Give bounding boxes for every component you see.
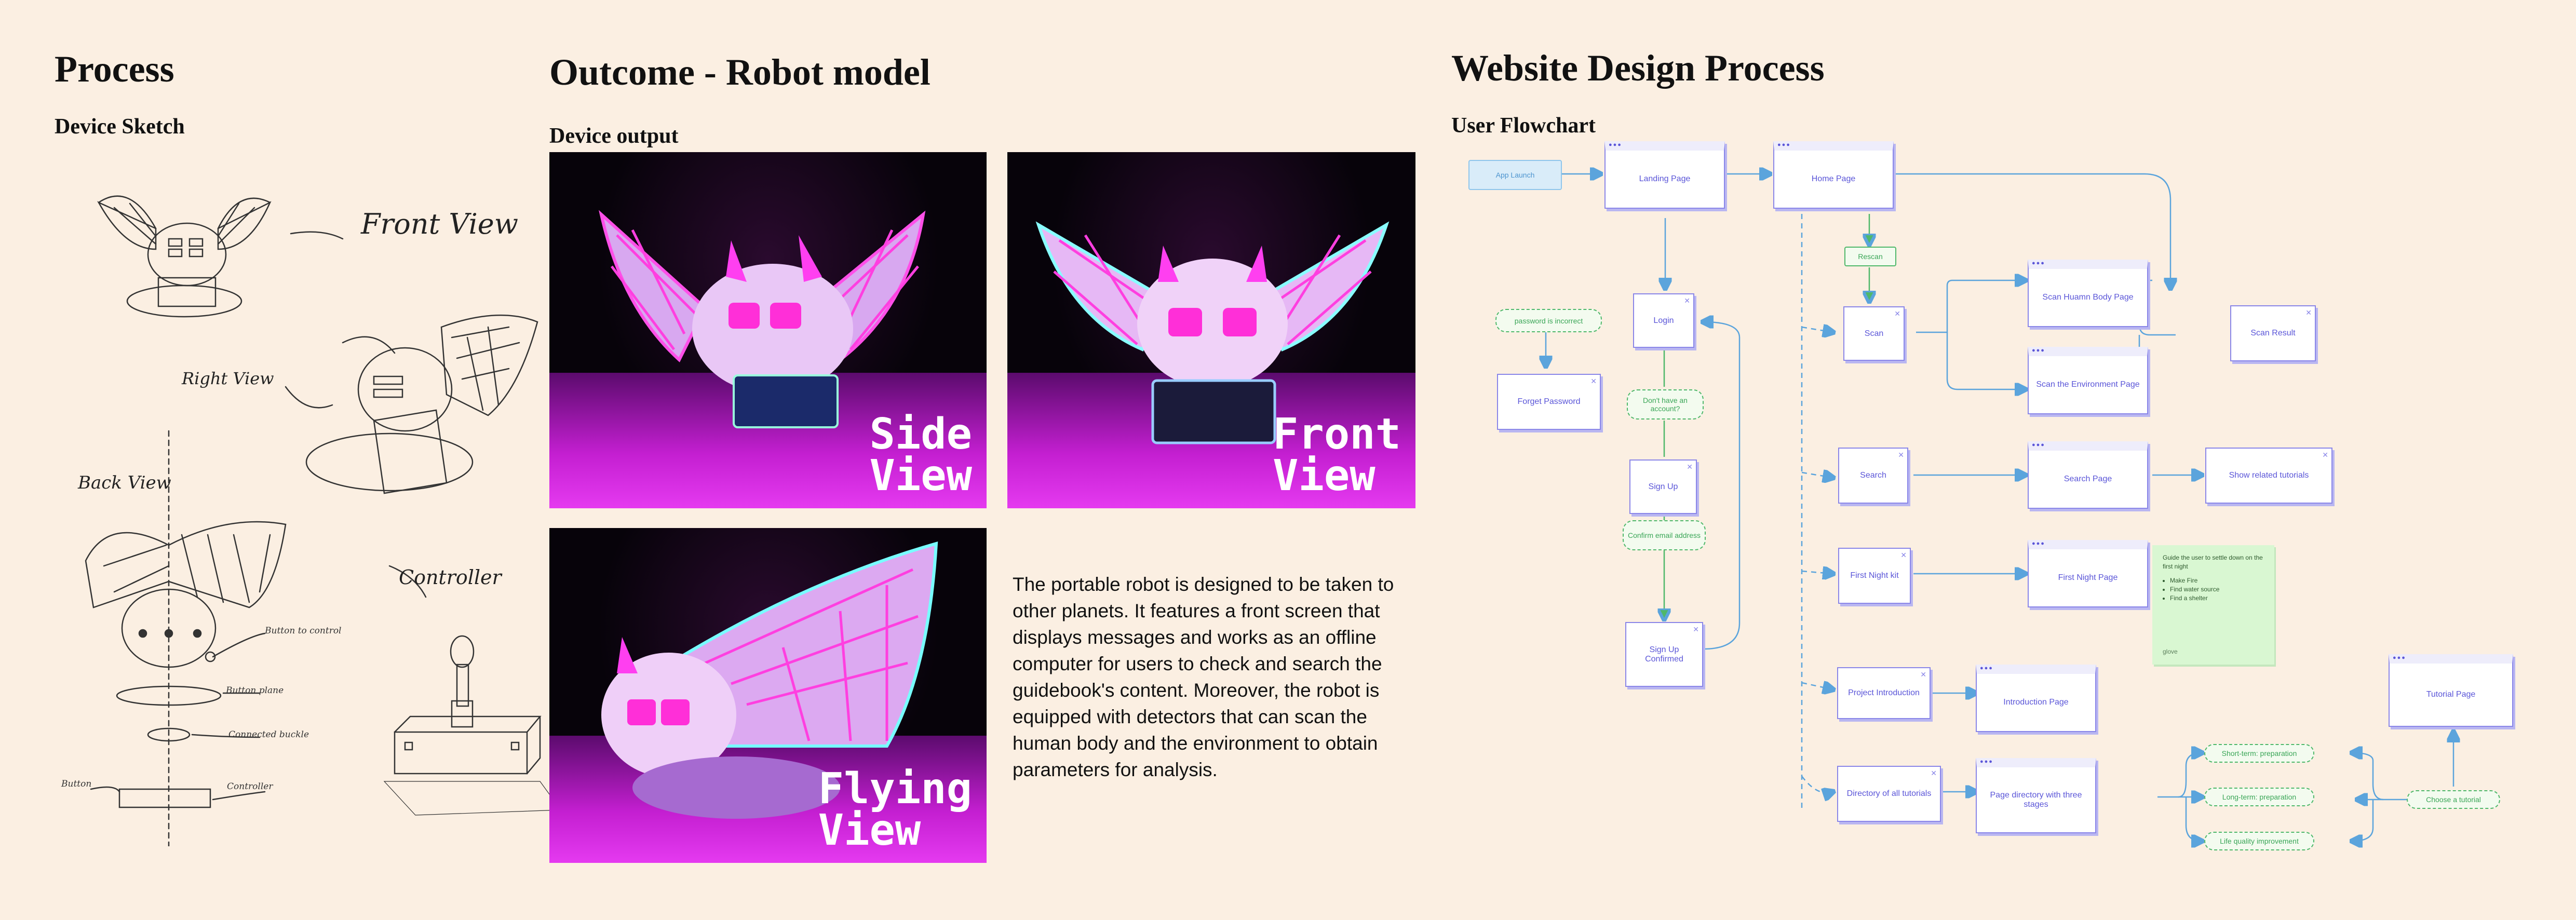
- controller-label: Controller: [399, 566, 502, 589]
- device-sketch-heading: Device Sketch: [55, 115, 185, 139]
- connected-buckle-label: Connected buckle: [228, 729, 309, 740]
- flying-view-label: Flying View: [818, 764, 972, 855]
- close-icon: ✕: [1900, 551, 1907, 559]
- right-view-pointer: [285, 386, 333, 409]
- life-quality-pill: Life quality improvement: [2204, 832, 2314, 850]
- sticky-list: Make Fire Find water source Find a shelt…: [2163, 576, 2264, 603]
- first-night-kit-label: First Night kit: [1850, 571, 1899, 580]
- show-tutorials-label: Show related tutorials: [2229, 471, 2309, 480]
- sign-up-label: Sign Up: [1648, 482, 1678, 491]
- right-view-label: Right View: [182, 369, 274, 388]
- front-view-pointer: [290, 231, 344, 240]
- scan-label: Scan: [1864, 329, 1884, 338]
- tutorial-page-node: Tutorial Page: [2389, 654, 2513, 727]
- user-flowchart-heading: User Flowchart: [1451, 114, 1596, 138]
- button-control-label: Button to control: [265, 626, 342, 636]
- sign-up-node: Sign Up ✕: [1629, 459, 1697, 514]
- close-icon: ✕: [1684, 296, 1690, 305]
- outcome-heading: Outcome - Robot model: [549, 51, 930, 93]
- scan-result-label: Scan Result: [2250, 329, 2296, 337]
- front-view-sketch: [97, 195, 272, 318]
- home-page-node: Home Page: [1773, 141, 1894, 209]
- process-heading: Process: [55, 48, 174, 90]
- controller-small-label: Controller: [227, 781, 273, 792]
- front-view-label: Front View: [361, 208, 518, 240]
- forget-password-label: Forget Password: [1517, 397, 1581, 406]
- first-night-page-node: First Night Page: [2028, 540, 2148, 607]
- scan-env-node: Scan the Environment Page: [2028, 347, 2148, 414]
- project-intro-node: Project Introduction✕: [1837, 667, 1931, 719]
- close-icon: ✕: [1898, 451, 1904, 459]
- directory-label: Directory of all tutorials: [1846, 789, 1932, 798]
- sticky-item: Find water source: [2170, 585, 2264, 594]
- close-icon: ✕: [1693, 625, 1699, 633]
- sticky-item: Find a shelter: [2170, 594, 2264, 603]
- login-label: Login: [1653, 316, 1674, 325]
- page-directory-node: Page directory with three stages: [1976, 758, 2096, 833]
- button-plane-label: Button plane: [226, 685, 284, 696]
- close-icon: ✕: [2322, 451, 2328, 459]
- scan-result-node: Scan Result ✕: [2230, 305, 2316, 361]
- device-output-heading: Device output: [549, 124, 679, 148]
- dont-have-account-pill: Don't have an account?: [1627, 389, 1704, 420]
- close-icon: ✕: [1931, 769, 1937, 777]
- search-label: Search: [1860, 471, 1886, 480]
- front-view-robot: [1035, 221, 1390, 444]
- choose-tutorial-pill: Choose a tutorial: [2407, 790, 2500, 809]
- close-icon: ✕: [2305, 308, 2312, 317]
- show-tutorials-node: Show related tutorials ✕: [2205, 448, 2332, 504]
- flowchart-connectors: [1454, 130, 2544, 867]
- signup-confirmed-label: Sign Up Confirmed: [1645, 645, 1683, 664]
- sketch-illustration: [85, 195, 562, 847]
- annotation-lines: [90, 632, 266, 801]
- controller-sketch: [383, 565, 562, 816]
- search-page-node: Search Page: [2028, 441, 2148, 509]
- scan-body-node: Scan Huamn Body Page: [2028, 260, 2148, 327]
- scan-node: Scan ✕: [1843, 306, 1905, 361]
- landing-page-node: Landing Page: [1604, 141, 1725, 209]
- first-night-kit-node: First Night kit ✕: [1838, 548, 1911, 604]
- search-node: Search ✕: [1838, 448, 1908, 504]
- login-node: Login ✕: [1633, 293, 1694, 348]
- forget-password-node: Forget Password ✕: [1497, 374, 1601, 430]
- website-heading: Website Design Process: [1451, 47, 1825, 89]
- close-icon: ✕: [1687, 463, 1693, 471]
- close-icon: ✕: [1920, 670, 1926, 679]
- directory-node: Directory of all tutorials ✕: [1837, 766, 1941, 822]
- project-intro-label: Project Introduction: [1848, 688, 1920, 697]
- sticky-item: Make Fire: [2170, 576, 2264, 585]
- confirm-email-pill: Confirm email address: [1623, 520, 1706, 550]
- flying-view-robot: [601, 541, 938, 819]
- back-view-label: Back View: [78, 472, 171, 493]
- back-view-sketch: [85, 521, 287, 808]
- front-view-label-render: Front View: [1273, 410, 1401, 500]
- side-view-robot: [599, 210, 926, 428]
- flying-view-render: Flying View: [549, 528, 987, 863]
- long-term-pill: Long-term: preparation: [2204, 788, 2314, 806]
- sticky-text: Guide the user to settle down on the fir…: [2163, 554, 2263, 570]
- robot-description: The portable robot is designed to be tak…: [1013, 574, 1394, 780]
- side-view-label: Side View: [869, 410, 972, 500]
- short-term-pill: Short-term: preparation: [2204, 744, 2314, 763]
- rescan-pill: Rescan: [1844, 247, 1896, 266]
- intro-page-node: Introduction Page: [1976, 665, 2096, 732]
- right-view-sketch: [305, 314, 538, 494]
- close-icon: ✕: [1590, 377, 1597, 385]
- button-label: Button: [61, 779, 92, 789]
- password-incorrect-pill: password is incorrect: [1495, 309, 1602, 332]
- device-sketch-drawing: Front View Right View Back View Controll…: [52, 171, 562, 847]
- user-flowchart: App Launch Landing Page Home Page Rescan…: [1454, 130, 2544, 867]
- signup-confirmed-node: Sign Up Confirmed ✕: [1625, 622, 1703, 687]
- first-night-sticky-note: Guide the user to settle down on the fir…: [2152, 545, 2274, 665]
- app-launch-node: App Launch: [1468, 160, 1562, 190]
- front-view-render: Front View: [1007, 152, 1415, 508]
- sticky-signature: glove: [2163, 648, 2178, 655]
- side-view-render: Side View: [549, 152, 987, 508]
- close-icon: ✕: [1894, 309, 1900, 318]
